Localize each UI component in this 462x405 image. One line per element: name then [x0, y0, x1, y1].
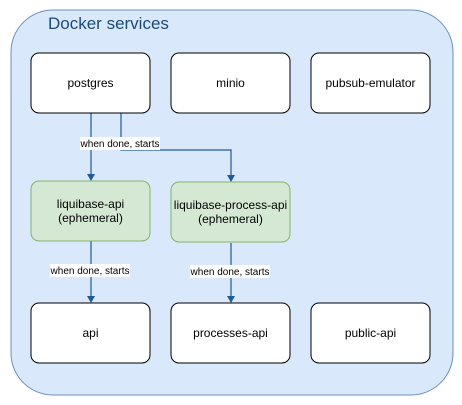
node-processes-api-label: processes-api — [193, 326, 268, 340]
node-liquibase-process-api: liquibase-process-api (ephemeral) — [170, 181, 291, 243]
node-pubsub-emulator: pubsub-emulator — [310, 52, 431, 114]
node-liquibase-api-label: liquibase-api — [57, 197, 124, 211]
edge-label-bg — [190, 265, 270, 278]
node-public-api: public-api — [310, 302, 431, 364]
node-minio-label: minio — [216, 76, 245, 90]
node-postgres: postgres — [30, 52, 151, 114]
edge-label-liquibase-api-to-api: when done, starts — [50, 266, 130, 277]
node-liquibase-process-api-label: liquibase-process-api — [174, 198, 287, 212]
edge-label-postgres-to-liquibase-api: when done, starts — [80, 139, 160, 150]
node-processes-api: processes-api — [170, 302, 291, 364]
node-liquibase-api: liquibase-api (ephemeral) — [30, 180, 151, 242]
edge-label-liquibase-process-api-to-processes-api: when done, starts — [190, 267, 270, 278]
node-liquibase-api-sublabel: (ephemeral) — [58, 211, 123, 225]
node-api-label: api — [82, 326, 98, 340]
node-postgres-label: postgres — [67, 76, 113, 90]
edge-postgres-to-liquibase-process-api — [120, 113, 235, 182]
container-title: Docker services — [48, 14, 169, 33]
node-liquibase-process-api-sublabel: (ephemeral) — [198, 212, 263, 226]
node-api: api — [30, 302, 151, 364]
node-pubsub-emulator-label: pubsub-emulator — [325, 76, 415, 90]
edge-label-bg — [80, 137, 160, 150]
edge-label-bg — [50, 264, 130, 277]
node-public-api-label: public-api — [345, 326, 396, 340]
node-minio: minio — [170, 52, 291, 114]
